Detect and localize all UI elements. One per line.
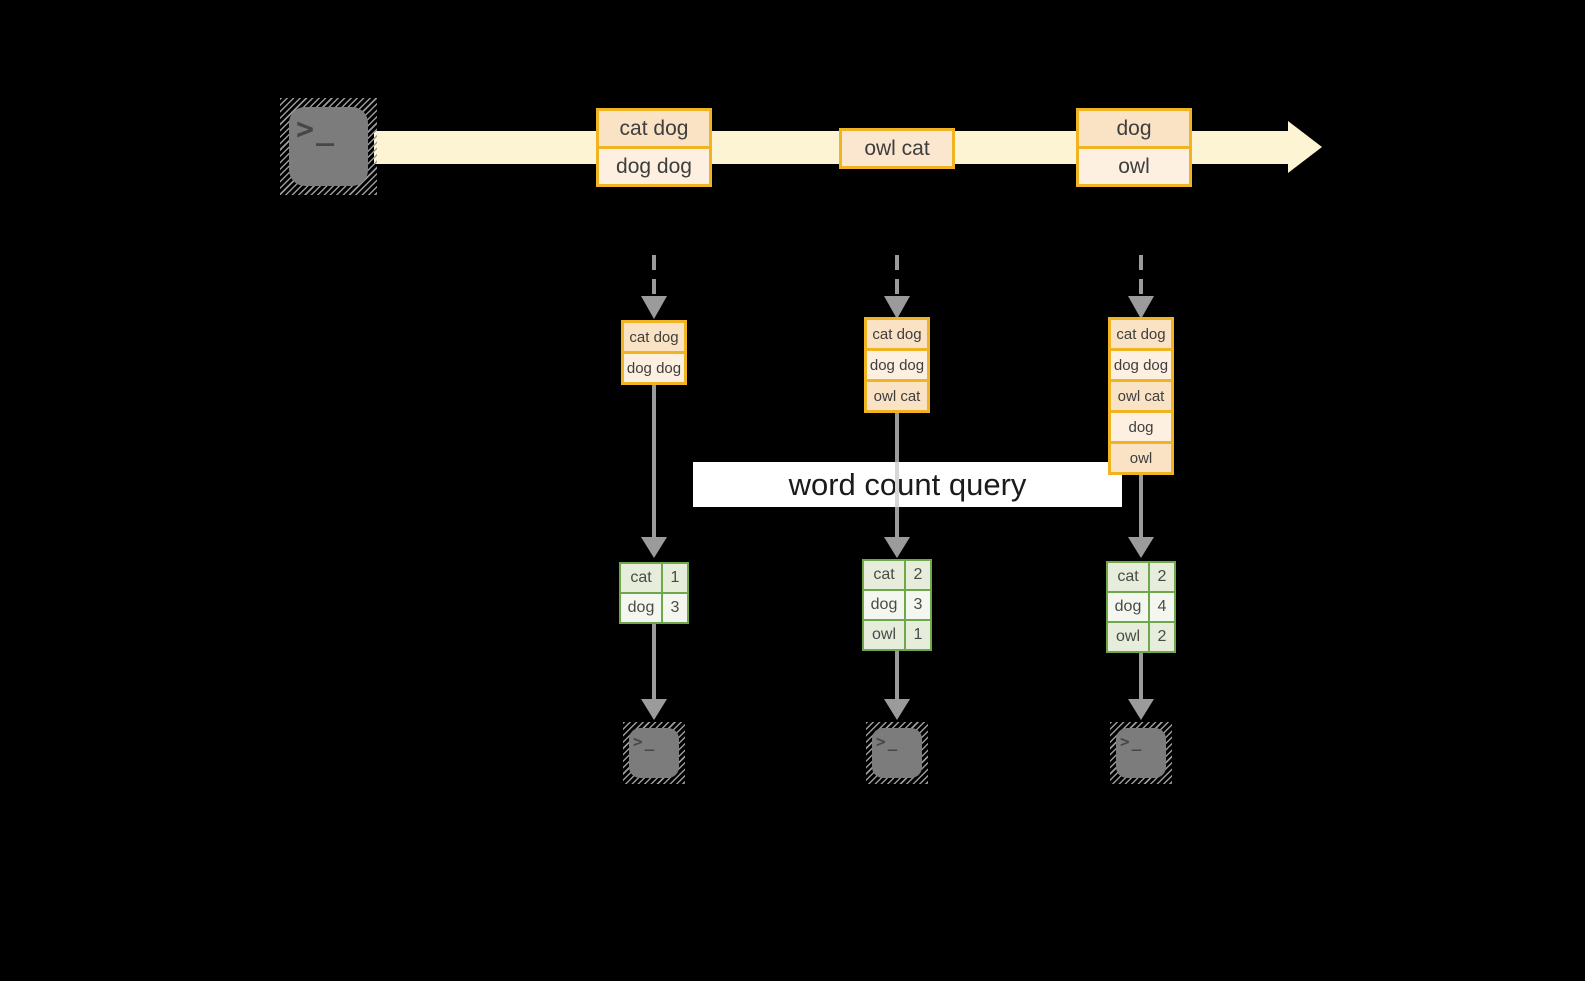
count-table-1: cat 1 dog 3 bbox=[619, 562, 689, 624]
count-cell: 2 bbox=[906, 561, 930, 589]
terminal-screen bbox=[1116, 728, 1166, 778]
sink-terminal-icon-2: >_ bbox=[866, 722, 928, 784]
buffer-line: cat dog bbox=[624, 323, 684, 351]
count-cell: 1 bbox=[663, 564, 687, 592]
count-cell: 4 bbox=[1150, 593, 1174, 621]
buffer-line: dog bbox=[1111, 413, 1171, 441]
buffer-line: dog dog bbox=[624, 354, 684, 382]
word-cell: cat bbox=[1108, 563, 1148, 591]
terminal-prompt-icon: >_ bbox=[633, 732, 657, 751]
buffer-line: cat dog bbox=[1111, 320, 1171, 348]
event-line: dog dog bbox=[599, 149, 709, 184]
terminal-prompt-icon: >_ bbox=[296, 112, 337, 147]
terminal-screen bbox=[629, 728, 679, 778]
count-cell: 2 bbox=[1150, 623, 1174, 651]
buffer-line: owl cat bbox=[867, 382, 927, 410]
word-cell: cat bbox=[621, 564, 661, 592]
query-label: word count query bbox=[693, 462, 1122, 507]
buffer-line: owl cat bbox=[1111, 382, 1171, 410]
word-cell: owl bbox=[864, 621, 904, 649]
buffer-stack-2: cat dog dog dog owl cat bbox=[864, 317, 930, 413]
sink-terminal-icon-1: >_ bbox=[623, 722, 685, 784]
query-label-line-overlay bbox=[895, 462, 899, 507]
count-cell: 3 bbox=[906, 591, 930, 619]
buffer-stack-1: cat dog dog dog bbox=[621, 320, 687, 385]
buffer-line: owl bbox=[1111, 444, 1171, 472]
stream-arrowhead bbox=[1288, 121, 1322, 173]
buffer-line: dog dog bbox=[867, 351, 927, 379]
word-cell: owl bbox=[1108, 623, 1148, 651]
buffer-stack-3: cat dog dog dog owl cat dog owl bbox=[1108, 317, 1174, 475]
word-cell: dog bbox=[864, 591, 904, 619]
stream-event-2: owl cat bbox=[839, 128, 955, 169]
source-terminal-icon: >_ bbox=[280, 98, 377, 195]
count-table-2: cat 2 dog 3 owl 1 bbox=[862, 559, 932, 651]
count-cell: 3 bbox=[663, 594, 687, 622]
event-line: owl cat bbox=[842, 131, 952, 166]
terminal-screen bbox=[289, 107, 368, 186]
count-cell: 1 bbox=[906, 621, 930, 649]
terminal-prompt-icon: >_ bbox=[1120, 732, 1144, 751]
sink-terminal-icon-3: >_ bbox=[1110, 722, 1172, 784]
event-line: dog bbox=[1079, 111, 1189, 146]
terminal-prompt-icon: >_ bbox=[876, 732, 900, 751]
event-line: owl bbox=[1079, 149, 1189, 184]
word-cell: dog bbox=[1108, 593, 1148, 621]
count-table-3: cat 2 dog 4 owl 2 bbox=[1106, 561, 1176, 653]
terminal-screen bbox=[872, 728, 922, 778]
count-cell: 2 bbox=[1150, 563, 1174, 591]
event-line: cat dog bbox=[599, 111, 709, 146]
word-cell: cat bbox=[864, 561, 904, 589]
word-cell: dog bbox=[621, 594, 661, 622]
stream-event-3: dog owl bbox=[1076, 108, 1192, 187]
stream-event-1: cat dog dog dog bbox=[596, 108, 712, 187]
buffer-line: dog dog bbox=[1111, 351, 1171, 379]
buffer-line: cat dog bbox=[867, 320, 927, 348]
